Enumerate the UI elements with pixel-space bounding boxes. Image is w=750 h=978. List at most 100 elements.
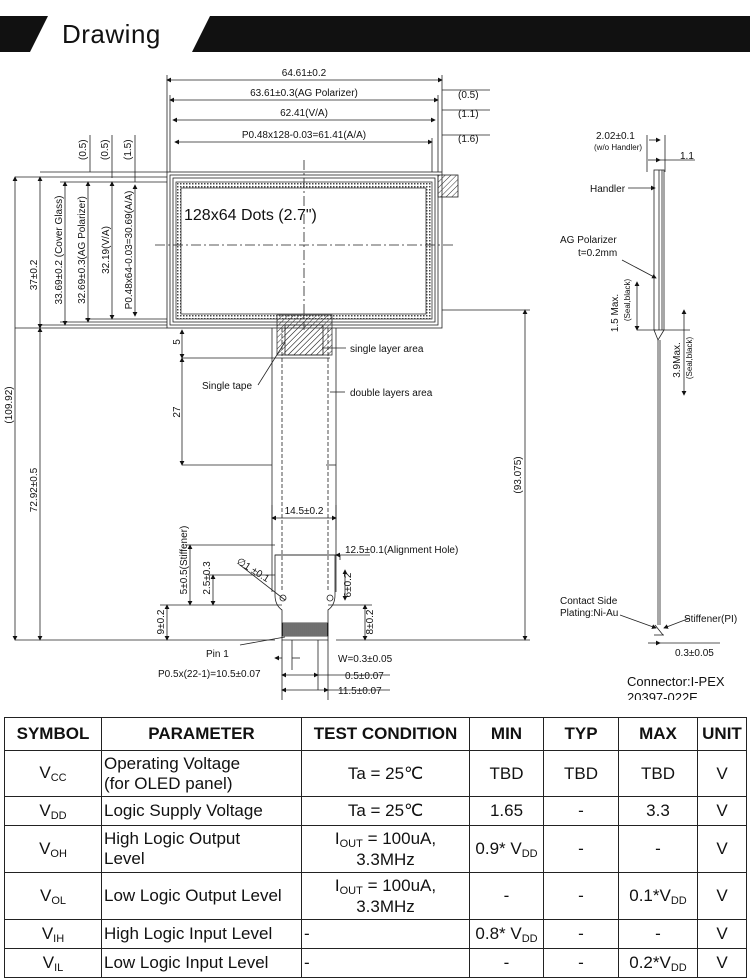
dim-fpc-25: 2.5±0.3 — [202, 561, 213, 595]
cell-condition: IOUT = 100uA,3.3MHz — [301, 872, 470, 920]
dim-width-total: 64.61±0.2 — [282, 68, 327, 79]
table-row: VDD Logic Supply Voltage Ta = 25℃ 1.65 -… — [4, 796, 747, 826]
cell-min: 1.65 — [469, 796, 544, 826]
cell-symbol: VIL — [4, 948, 102, 978]
cell-unit: V — [697, 825, 747, 873]
cell-max: - — [618, 919, 698, 949]
label-connector-2: 20397-022E — [627, 690, 698, 700]
dim-side-03: 0.3±0.05 — [675, 648, 714, 659]
dim-stiffener: 5±0.5(Stiffener) — [179, 526, 190, 595]
cell-parameter: Low Logic Output Level — [101, 872, 302, 920]
header-tab — [30, 16, 210, 52]
table-header-row: SYMBOL PARAMETER TEST CONDITION MIN TYP … — [4, 717, 747, 751]
cell-unit: V — [697, 948, 747, 978]
table-row: VIL Low Logic Input Level - - - 0.2*VDD … — [4, 948, 747, 978]
cell-typ: - — [543, 872, 619, 920]
dim-fpc-6: 6±0.2 — [343, 572, 354, 597]
dim-fpc-115: 11.5±0.07 — [338, 686, 382, 697]
cell-max: 0.1*VDD — [618, 872, 698, 920]
table-row: VOL Low Logic Output Level IOUT = 100uA,… — [4, 872, 747, 920]
cell-parameter: Operating Voltage(for OLED panel) — [101, 750, 302, 797]
header-symbol: SYMBOL — [4, 717, 102, 751]
label-plating: Plating:Ni-Au — [560, 608, 618, 619]
dim-height-polarizer: 32.69±0.3(AG Polarizer) — [77, 196, 88, 304]
dim-side-11: 1.1 — [680, 151, 694, 162]
table-row: VIH High Logic Input Level - 0.8* VDD - … — [4, 919, 747, 949]
label-single-tape: Single tape — [202, 381, 252, 392]
dim-alignment-hole: 12.5±0.1(Alignment Hole) — [345, 545, 458, 556]
dim-height-cover: 33.69±0.2 (Cover Glass) — [54, 196, 65, 305]
dim-side-39: 3.9Max. — [672, 342, 683, 378]
dim-left-paren-c: (1.5) — [123, 139, 134, 160]
cell-parameter: High Logic Input Level — [101, 919, 302, 949]
cell-unit: V — [697, 796, 747, 826]
dim-side-15: 1.5 Max. — [610, 294, 621, 332]
header-typ: TYP — [543, 717, 619, 751]
dim-left-paren-a: (0.5) — [78, 139, 89, 160]
cell-condition: Ta = 25℃ — [301, 796, 470, 826]
dim-height-total: 37±0.2 — [29, 259, 40, 290]
cell-max: - — [618, 825, 698, 873]
dim-paren-11: (1.1) — [458, 109, 479, 120]
dim-pin-width: W=0.3±0.05 — [338, 654, 393, 665]
label-ag-polarizer: AG Polarizer — [560, 235, 617, 246]
cell-max: 0.2*VDD — [618, 948, 698, 978]
cell-typ: - — [543, 948, 619, 978]
cell-unit: V — [697, 872, 747, 920]
technical-drawing: 64.61±0.2 63.61±0.3(AG Polarizer) 62.41(… — [4, 68, 737, 700]
cell-max: 3.3 — [618, 796, 698, 826]
table-row: VCC Operating Voltage(for OLED panel) Ta… — [4, 750, 747, 797]
label-double-layers: double layers area — [350, 388, 433, 399]
cell-min: - — [469, 872, 544, 920]
label-seal-2: (Seal,black) — [685, 337, 694, 380]
label-handler: Handler — [590, 184, 626, 195]
dim-side-202-note: (w/o Handler) — [594, 143, 642, 152]
dim-outer-fpc: 72.92±0.5 — [29, 467, 40, 512]
label-contact-side: Contact Side — [560, 596, 618, 607]
dim-width-va: 62.41(V/A) — [280, 108, 328, 119]
cell-condition: Ta = 25℃ — [301, 750, 470, 797]
dim-fpc-05: 0.5±0.07 — [345, 671, 384, 682]
cell-min: 0.8* VDD — [469, 919, 544, 949]
label-pin1: Pin 1 — [206, 649, 229, 660]
cell-max: TBD — [618, 750, 698, 797]
header-title: Drawing — [62, 19, 161, 49]
dim-fpc-5: 5 — [172, 339, 183, 345]
cell-typ: - — [543, 796, 619, 826]
cell-symbol: VOL — [4, 872, 102, 920]
cell-min: - — [469, 948, 544, 978]
label-connector-1: Connector:I-PEX — [627, 674, 725, 689]
cell-min: 0.9* VDD — [469, 825, 544, 873]
dim-pin-pitch: P0.5x(22-1)=10.5±0.07 — [158, 669, 261, 680]
label-seal-1: (Seal,black) — [623, 279, 632, 322]
cell-unit: V — [697, 919, 747, 949]
label-ag-thickness: t=0.2mm — [578, 248, 617, 259]
dim-fpc-145: 14.5±0.2 — [285, 506, 324, 517]
cell-symbol: VOH — [4, 825, 102, 873]
cell-condition: - — [301, 948, 470, 978]
cell-symbol: VCC — [4, 750, 102, 797]
label-single-layer: single layer area — [350, 344, 424, 355]
cell-parameter: Low Logic Input Level — [101, 948, 302, 978]
dim-hole: ∅1 ±0.1 — [234, 556, 271, 585]
dim-fpc-8: 8±0.2 — [365, 609, 376, 634]
dim-outer-total: (109.92) — [4, 386, 15, 423]
cell-min: TBD — [469, 750, 544, 797]
dim-paren-16: (1.6) — [458, 134, 479, 145]
header-unit: UNIT — [697, 717, 747, 751]
dots-label: 128x64 Dots (2.7") — [184, 207, 317, 224]
cell-typ: TBD — [543, 750, 619, 797]
cell-symbol: VDD — [4, 796, 102, 826]
dim-fpc-27: 27 — [172, 406, 183, 418]
cell-symbol: VIH — [4, 919, 102, 949]
dim-height-aa: P0.48x64-0.03=30.69(A/A) — [124, 191, 135, 310]
spec-table: SYMBOL PARAMETER TEST CONDITION MIN TYP … — [4, 717, 747, 978]
header-parameter: PARAMETER — [101, 717, 302, 751]
header-min: MIN — [469, 717, 544, 751]
dim-width-aa: P0.48x128-0.03=61.41(A/A) — [242, 130, 366, 141]
cell-typ: - — [543, 919, 619, 949]
cell-typ: - — [543, 825, 619, 873]
dim-fpc-9: 9±0.2 — [156, 609, 167, 634]
